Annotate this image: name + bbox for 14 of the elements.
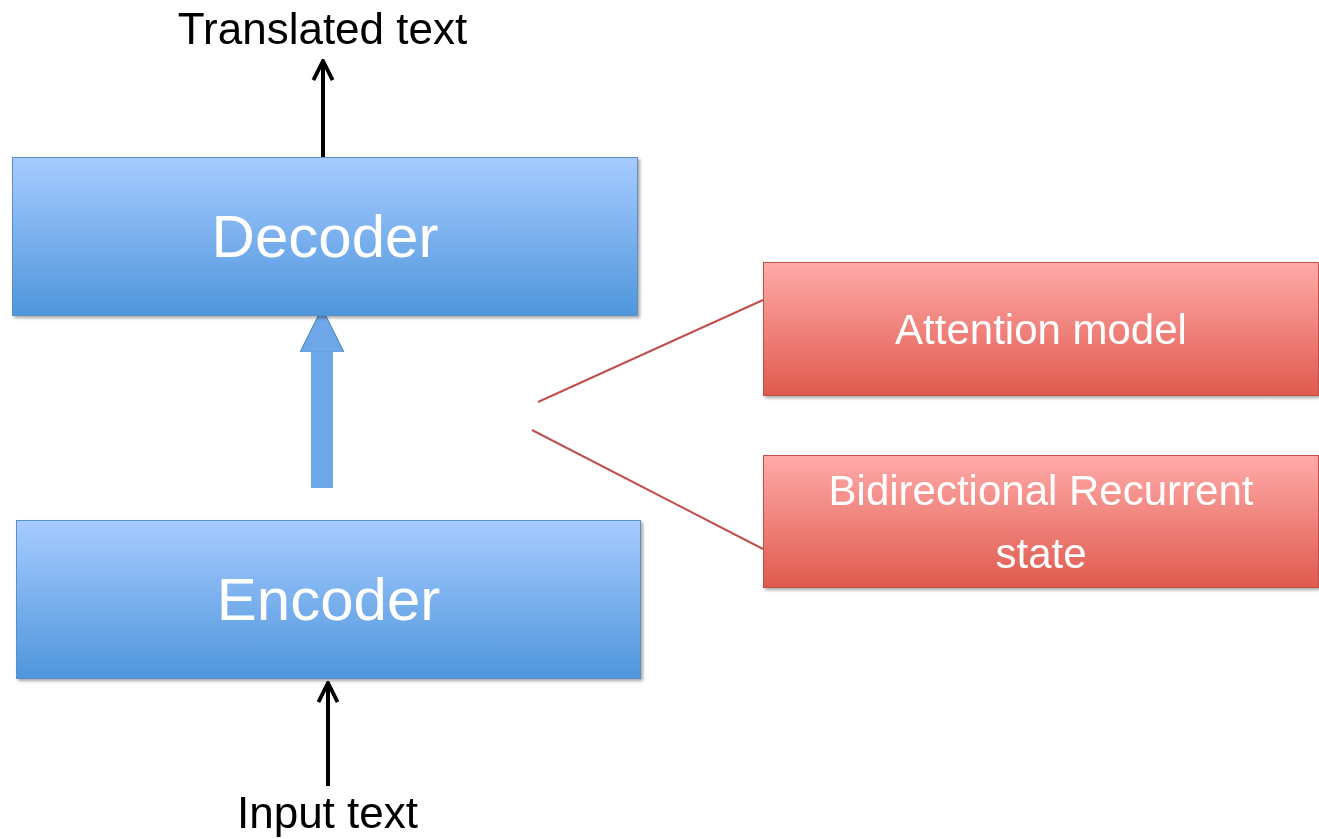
box-label: Bidirectional Recurrent state bbox=[827, 465, 1255, 579]
decoder-box bbox=[12, 157, 638, 316]
arrow bbox=[316, 681, 340, 786]
input-label: Input text bbox=[210, 786, 445, 839]
box-label: Attention model bbox=[895, 304, 1187, 355]
component-box bbox=[763, 455, 1319, 588]
output-label: Translated text bbox=[150, 2, 495, 56]
box-label: Decoder bbox=[211, 202, 439, 271]
component-box bbox=[763, 262, 1319, 396]
arrow bbox=[311, 59, 335, 157]
callout-line bbox=[537, 299, 764, 403]
box-label: Encoder bbox=[216, 565, 441, 634]
callout-line bbox=[531, 429, 764, 550]
encoder-box bbox=[16, 520, 641, 679]
